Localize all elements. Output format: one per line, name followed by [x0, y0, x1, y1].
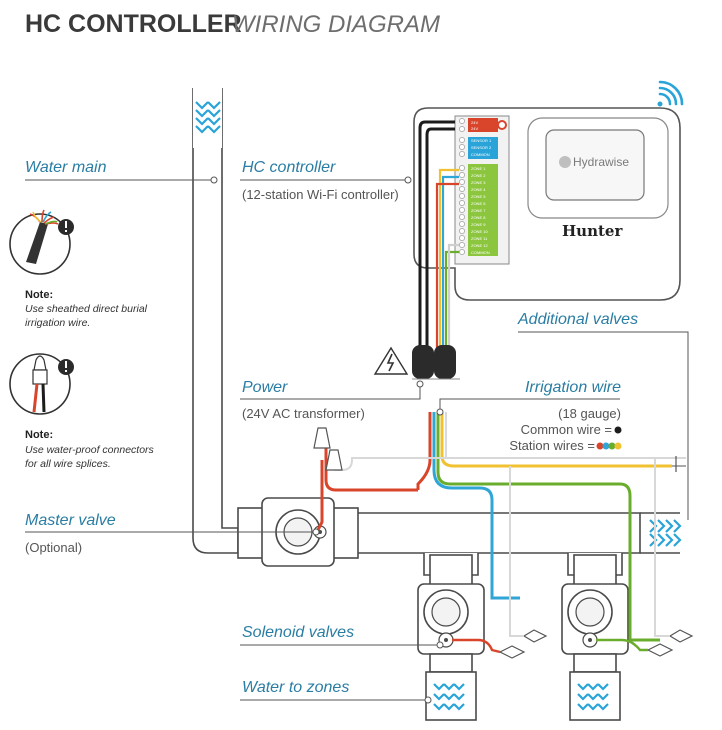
label-master-valve: Master valve	[25, 512, 116, 529]
svg-text:ZONE 7: ZONE 7	[471, 208, 486, 213]
svg-text:ZONE 3: ZONE 3	[471, 180, 486, 185]
power-wire-1	[418, 120, 455, 350]
leader-lines	[25, 176, 689, 704]
water-main-pipe	[192, 88, 239, 554]
terminal-labels: 24V 24V SENSOR 1 SENSOR 2 COMMON ZONE 1 …	[471, 120, 492, 255]
note-connector-illustration	[9, 353, 71, 415]
note-wire-illustration	[9, 209, 71, 275]
svg-text:24V: 24V	[471, 126, 478, 131]
station-wire-swatches	[596, 442, 622, 450]
note-1-line1: Use sheathed direct burial	[25, 303, 148, 315]
master-valve-lead	[316, 460, 324, 531]
svg-text:ZONE 6: ZONE 6	[471, 201, 486, 206]
master-valve-red-wire	[324, 435, 418, 492]
note-2-heading: Note:	[25, 429, 53, 441]
warning-icon	[58, 219, 74, 235]
svg-text:ZONE 9: ZONE 9	[471, 222, 486, 227]
label-water-main: Water main	[25, 159, 107, 176]
station-wire-yellow	[438, 168, 459, 348]
station-wire-white	[447, 243, 459, 348]
hydrawise-logo: Hydrawise	[573, 155, 629, 169]
svg-text:ZONE 11: ZONE 11	[471, 236, 488, 241]
common-wire-swatch	[614, 426, 622, 434]
water-flow-icon	[195, 101, 221, 134]
label-irrigation-wire: Irrigation wire	[525, 379, 621, 396]
valve1-white-wire	[509, 466, 524, 637]
svg-text:ZONE 10: ZONE 10	[471, 229, 488, 234]
svg-text:COMMON: COMMON	[471, 250, 490, 255]
svg-text:SENSOR 1: SENSOR 1	[471, 138, 492, 143]
label-additional-valves: Additional valves	[517, 311, 638, 328]
svg-text:SENSOR 2: SENSOR 2	[471, 145, 492, 150]
note-1-heading: Note:	[25, 289, 53, 301]
hc-controller: Hydrawise Hunter 24V 24V SENSOR 1 SENSOR…	[413, 107, 681, 301]
svg-text:COMMON: COMMON	[471, 152, 490, 157]
label-power-sub: (24V AC transformer)	[242, 406, 365, 421]
power-wire-2	[425, 127, 455, 350]
svg-text:24V: 24V	[471, 120, 478, 125]
hunter-logo: Hunter	[562, 222, 623, 240]
water-flow-icon	[433, 683, 465, 711]
valve1-red-lead	[452, 638, 501, 654]
svg-text:ZONE 12: ZONE 12	[471, 243, 488, 248]
label-station-wires: Station wires =	[509, 438, 595, 453]
valve2-white-wire	[654, 458, 670, 637]
wire-connectors	[313, 427, 694, 659]
note-2-line2: for all wire splices.	[25, 458, 111, 470]
note-2-line1: Use water-proof connectors	[25, 444, 155, 456]
label-common-wire: Common wire =	[521, 422, 612, 437]
terminal-screws	[459, 118, 465, 255]
label-solenoid-valves: Solenoid valves	[242, 624, 354, 641]
valve2-green-lead	[596, 638, 648, 652]
svg-text:ZONE 2: ZONE 2	[471, 173, 486, 178]
svg-text:ZONE 1: ZONE 1	[471, 166, 486, 171]
solenoid-valve-1	[417, 554, 485, 721]
station-wire-blue	[441, 175, 459, 348]
wifi-icon	[657, 80, 684, 107]
svg-text:ZONE 4: ZONE 4	[471, 187, 486, 192]
common-wire-green	[444, 250, 459, 348]
label-master-valve-sub: (Optional)	[25, 540, 82, 555]
title-bold: HC CONTROLLER	[25, 10, 242, 38]
solenoid-valve-2	[561, 554, 629, 721]
water-flow-icon	[577, 683, 609, 711]
electrical-hazard-icon	[373, 346, 409, 375]
note-1-line2: irrigation wire.	[25, 317, 90, 329]
svg-text:ZONE 8: ZONE 8	[471, 215, 486, 220]
label-hc-controller-sub: (12-station Wi-Fi controller)	[242, 187, 399, 202]
station-wire-red	[435, 182, 459, 348]
warning-icon	[58, 359, 74, 375]
label-water-to-zones: Water to zones	[242, 679, 349, 696]
label-irrigation-gauge: (18 gauge)	[558, 406, 621, 421]
svg-text:ZONE 5: ZONE 5	[471, 194, 486, 199]
label-power: Power	[242, 379, 288, 396]
conduit-grommets	[412, 345, 460, 380]
label-hc-controller: HC controller	[242, 159, 336, 176]
title-light: WIRING DIAGRAM	[232, 11, 440, 38]
